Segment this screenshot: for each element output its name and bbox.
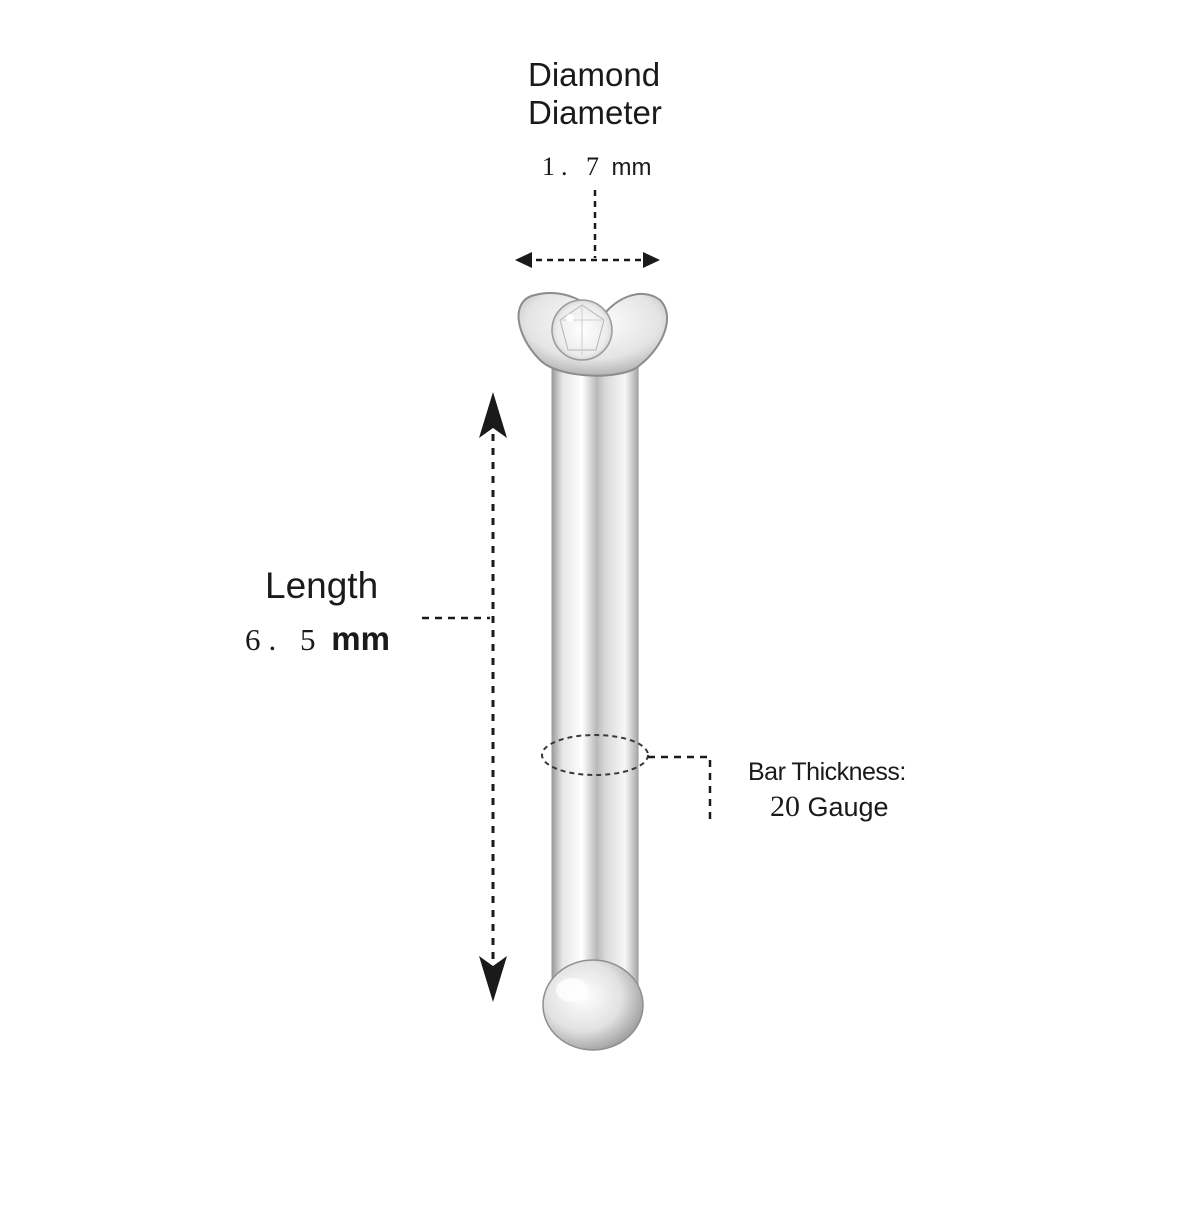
diamond-diameter-value: 1. 7 mm [542,152,651,182]
length-value-unit: mm [331,620,390,657]
diamond-label-line2: Diameter [528,94,662,131]
bar-value-unit: Gauge [807,792,889,822]
length-label: Length [265,565,379,606]
stud-ball-end [542,959,644,1051]
diamond-value-number: 1. 7 [542,152,605,181]
length-value-number: 6. 5 [245,622,324,657]
diamond-stone [551,299,613,361]
diamond-label-line1: Diamond [528,56,661,93]
stud-bar [551,359,639,1011]
diamond-value-unit: mm [611,154,652,181]
bar-thickness-callout [541,734,712,820]
diamond-diameter-dimension [515,190,660,268]
bar-thickness-value: 20 Gauge [770,790,889,824]
length-dimension [422,392,507,1002]
bar-thickness-label: Bar Thickness: [748,758,906,786]
diamond-diameter-label: Diamond Diameter [528,56,662,132]
bar-value-number: 20 [770,790,800,823]
length-value: 6. 5 mm [245,620,390,658]
